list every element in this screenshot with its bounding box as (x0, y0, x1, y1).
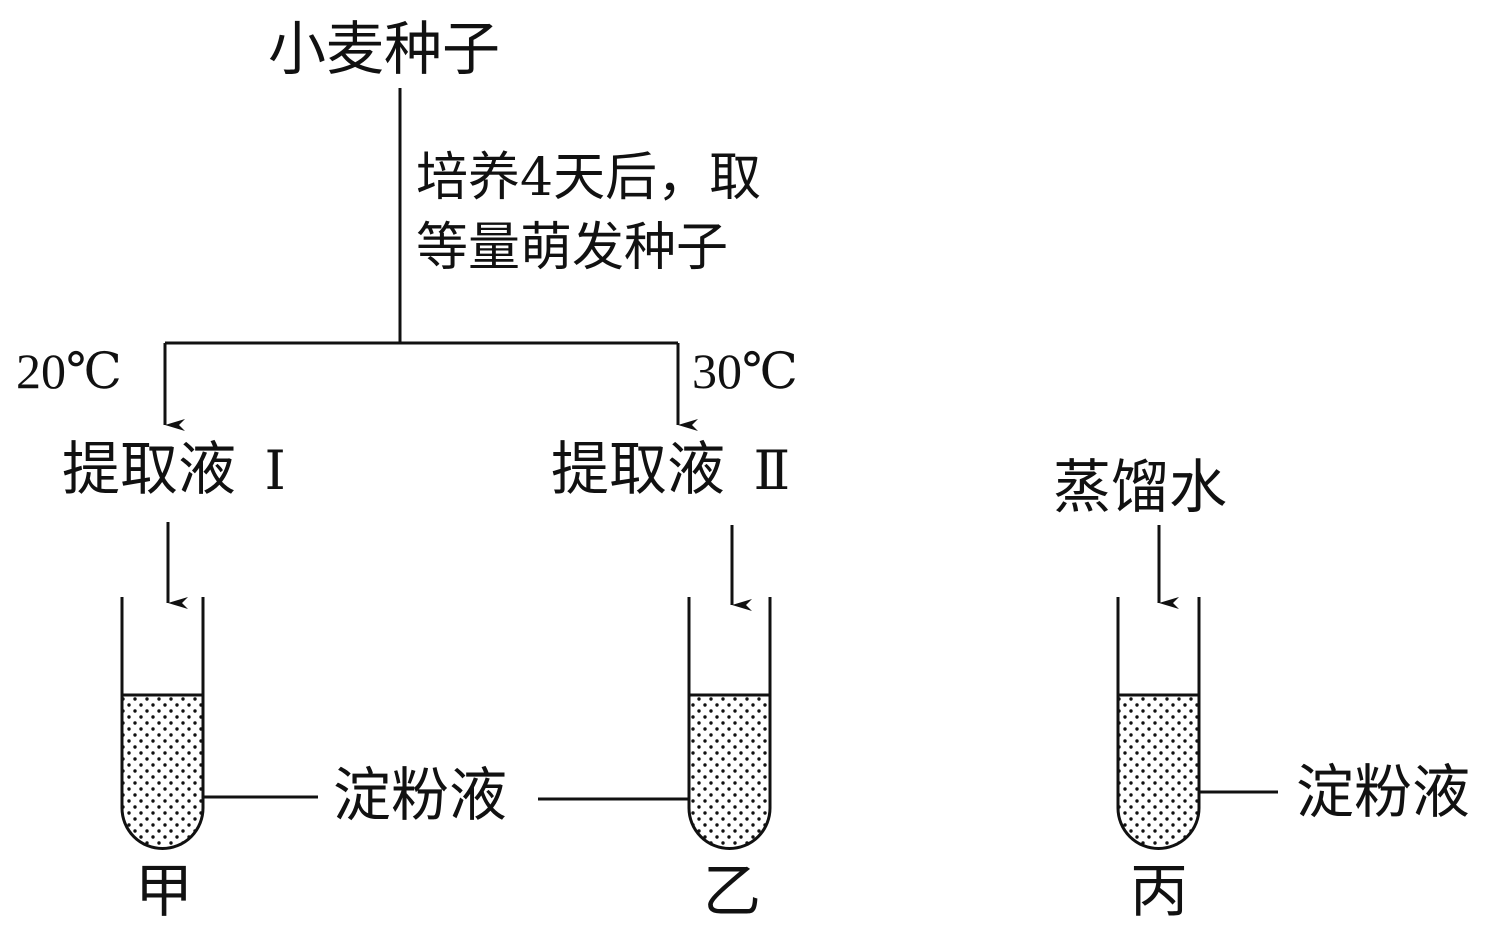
extract-2-text: 提取液 (551, 435, 726, 503)
temperature-20: 20℃ (16, 343, 122, 399)
distilled-water-label: 蒸馏水 (1053, 453, 1228, 521)
temperature-30: 30℃ (692, 343, 798, 399)
extract-2-label: 提取液 Ⅱ (551, 440, 790, 498)
test-tube-bing (1116, 597, 1201, 850)
starch-solution-label-bing: 淀粉液 (1296, 758, 1471, 826)
test-tube-jia (120, 597, 205, 850)
extract-1-numeral: Ⅰ (264, 441, 286, 501)
incubation-note-line-2: 等量萌发种子 (416, 218, 729, 278)
test-tube-yi (687, 597, 772, 850)
extract-2-numeral: Ⅱ (753, 441, 791, 501)
starch-solution-label: 淀粉液 (333, 761, 508, 829)
tube-label-jia: 甲 (135, 857, 194, 925)
tube-label-bing: 丙 (1130, 857, 1189, 925)
tube-label-yi: 乙 (703, 857, 762, 925)
incubation-note-line-1: 培养4天后，取 (416, 148, 762, 208)
extract-1-text: 提取液 (62, 435, 237, 503)
wheat-seeds-title: 小麦种子 (268, 15, 501, 83)
extract-1-label: 提取液 Ⅰ (62, 440, 286, 498)
